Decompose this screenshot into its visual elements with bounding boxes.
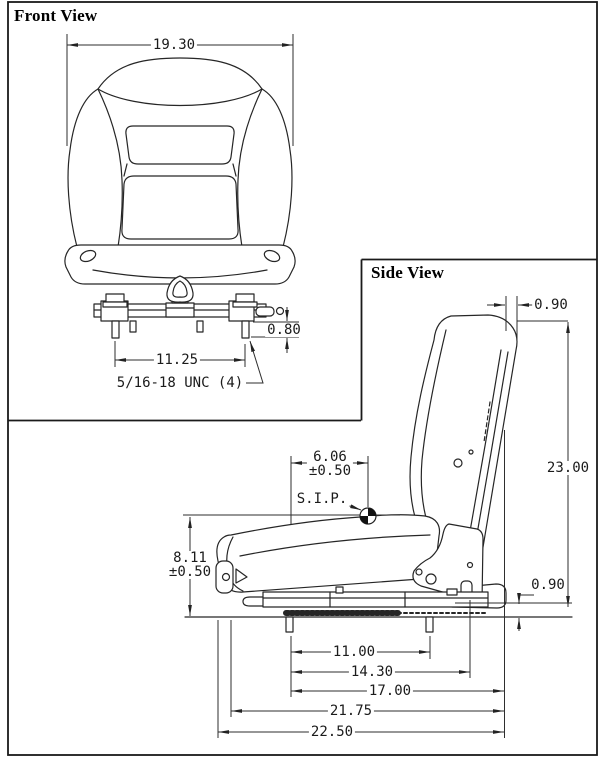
- left-mount-stud: [111, 320, 120, 339]
- sip-label: S.I.P.: [294, 491, 350, 507]
- side-rear-stud: [425, 616, 434, 633]
- dim-backrest-top-depth-label: 0.90: [532, 297, 570, 313]
- dim-stud-protrusion-label: 0.80: [265, 322, 303, 338]
- dim-overall-height-label: 23.00: [544, 460, 592, 476]
- panel-borders: [7, 1, 598, 756]
- dim-base-length-label: 17.00: [366, 683, 414, 699]
- dim-seat-height-label: 8.11 ±0.50: [166, 550, 214, 580]
- dim-overall-width-label: 19.30: [150, 37, 198, 53]
- front-view-seat-drawing: [64, 57, 296, 339]
- dim-sip-setback-label: 6.06 ±0.50: [306, 449, 354, 479]
- front-view-title: Front View: [14, 6, 98, 25]
- sip-symbol: [359, 507, 377, 525]
- side-view-seat-drawing: [184, 314, 573, 633]
- dim-bolt-span-label: 11.00: [330, 644, 378, 660]
- dim-rail-height-label: 0.90: [529, 577, 567, 593]
- dim-sip-setback-value: 6.06: [313, 449, 347, 465]
- side-view-title: Side View: [371, 263, 445, 282]
- side-front-stud: [285, 616, 294, 633]
- lower-stitch-panel: [121, 175, 239, 240]
- upper-stitch-panel: [125, 125, 235, 165]
- slide-rail: [262, 591, 489, 608]
- thread-leader: [246, 340, 264, 384]
- right-mount-stud: [241, 320, 250, 339]
- dim-sip-setback-tolerance: ±0.50: [308, 463, 352, 479]
- left-bolt-head: [105, 293, 125, 303]
- dim-bolt-spacing-label: 11.25: [153, 352, 201, 368]
- dim-rear-bracket-label: 14.30: [348, 664, 396, 680]
- dim-overall-depth-label: 22.50: [308, 724, 356, 740]
- dim-depth-to-back-label: 21.75: [327, 703, 375, 719]
- dim-seat-height-tolerance: ±0.50: [168, 564, 212, 580]
- backrest-outline: [67, 57, 293, 248]
- thread-callout-label: 5/16-18 UNC (4): [114, 375, 246, 391]
- right-bolt-head: [235, 293, 255, 303]
- dim-seat-height-value: 8.11: [173, 550, 207, 566]
